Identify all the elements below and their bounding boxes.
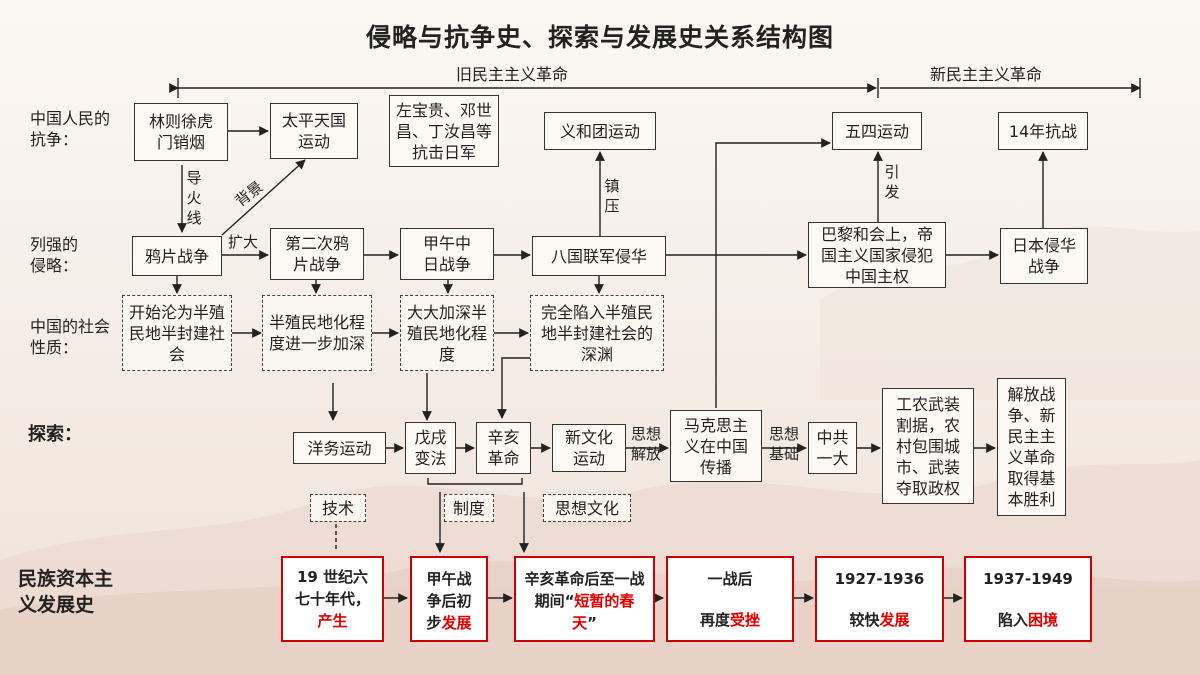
capitalism-stage-1-highlight: 产生 [317, 612, 348, 630]
row-label-exploration: 探索： [28, 424, 82, 445]
category-thought-culture: 思想文化 [543, 494, 631, 522]
capitalism-stage-6-highlight: 困境 [1028, 610, 1059, 629]
capitalism-stage-6-text: 陷入 [997, 610, 1028, 629]
category-institution: 制度 [444, 494, 494, 522]
capitalism-stage-6-line1: 1937-1949 [983, 569, 1073, 588]
capitalism-stage-5-highlight: 发展 [879, 610, 910, 629]
capitalism-stage-3: 辛亥革命后至一战期间“短暂的春天” [514, 556, 655, 642]
box-society-4: 完全陷入半殖民地半封建社会的深渊 [530, 295, 664, 371]
box-gongnong: 工农武装割据，农村包围城市、武装夺取政权 [882, 388, 974, 504]
box-wusi: 五四运动 [832, 112, 922, 150]
box-japan-invasion: 日本侵华战争 [1000, 228, 1088, 284]
note-zhenya: 镇压 [604, 177, 620, 215]
capitalism-stage-4-highlight: 受挫 [730, 610, 761, 629]
diagram-title: 侵略与抗争史、探索与发展史关系结构图 [365, 23, 834, 52]
capitalism-stage-3-quote: ” [587, 614, 597, 632]
box-eight-nation: 八国联军侵华 [532, 236, 666, 276]
note-kuoda: 扩大 [228, 233, 259, 251]
box-society-1: 开始沦为半殖民地半封建社会 [122, 295, 232, 371]
box-paris-conference: 巴黎和会上，帝国主义国家侵犯中国主权 [808, 222, 946, 288]
capitalism-stage-4: 一战后 再度受挫 [666, 556, 794, 642]
row-label-society: 中国的社会性质： [30, 317, 111, 357]
capitalism-stage-2: 甲午战争后初步发展 [410, 556, 488, 642]
era-old-democratic: 旧民主主义革命 [456, 65, 569, 84]
box-cpc-congress: 中共一大 [808, 422, 857, 474]
capitalism-stage-3-text: 辛亥革命后至一战期间“ [524, 570, 645, 610]
category-technology: 技术 [310, 494, 366, 522]
note-yinfa: 引发 [884, 163, 900, 201]
row-label-capitalism: 民族资本主义发展史 [18, 568, 114, 616]
capitalism-stage-5: 1927-1936 较快发展 [815, 556, 944, 642]
capitalism-stage-6: 1937-1949 陷入困境 [964, 556, 1092, 642]
capitalism-stage-2-highlight: 发展 [441, 614, 472, 632]
box-taiping: 太平天国运动 [270, 103, 358, 159]
note-sixiang-jichu: 思想基础 [768, 425, 799, 463]
box-kangzhan: 14年抗战 [998, 112, 1088, 150]
box-lin-zexu: 林则徐虎门销烟 [134, 103, 228, 161]
capitalism-stage-1-line2: 七十年代， [294, 590, 370, 608]
box-jiefang: 解放战争、新民主主义革命取得基本胜利 [997, 378, 1066, 516]
capitalism-stage-1-line1: 19 世纪六 [296, 568, 369, 586]
box-opium-war: 鸦片战争 [132, 236, 222, 276]
box-wuxu: 戊戌变法 [405, 422, 456, 474]
capitalism-stage-4-line1: 一战后 [707, 569, 753, 588]
capitalism-stage-5-text: 较快 [849, 610, 880, 629]
era-new-democratic: 新民主主义革命 [930, 65, 1043, 84]
row-label-aggression: 列强的侵略： [30, 235, 79, 275]
box-society-2: 半殖民地化程度进一步加深 [262, 295, 372, 371]
capitalism-stage-1: 19 世纪六 七十年代， 产生 [281, 556, 384, 642]
capitalism-stage-5-line2: 较快发展 [849, 609, 909, 631]
note-daohuoxian: 导火线 [186, 169, 202, 227]
capitalism-stage-2-text: 甲午战争后初步 [426, 570, 472, 632]
box-xinhai: 辛亥革命 [476, 422, 531, 474]
box-society-3: 大大加深半殖民地化程度 [400, 295, 494, 371]
box-yihetuan: 义和团运动 [544, 112, 656, 150]
note-sixiang-jiefang: 思想解放 [630, 425, 661, 463]
box-zuo-baogui: 左宝贵、邓世昌、丁汝昌等抗击日军 [389, 95, 499, 167]
capitalism-stage-3-highlight: 短暂的春天 [572, 592, 635, 632]
capitalism-stage-4-text: 再度 [699, 610, 730, 629]
row-label-resistance: 中国人民的抗争： [30, 109, 111, 149]
box-yangwu: 洋务运动 [293, 432, 386, 464]
box-xinwenhua: 新文化运动 [552, 424, 626, 472]
capitalism-stage-4-line2: 再度受挫 [700, 609, 760, 631]
box-jiawu-war: 甲午中日战争 [400, 228, 494, 280]
capitalism-stage-6-line2: 陷入困境 [998, 609, 1058, 631]
box-marxism: 马克思主义在中国传播 [670, 410, 762, 482]
capitalism-stage-5-line1: 1927-1936 [834, 569, 925, 588]
box-second-opium-war: 第二次鸦片战争 [270, 228, 364, 280]
